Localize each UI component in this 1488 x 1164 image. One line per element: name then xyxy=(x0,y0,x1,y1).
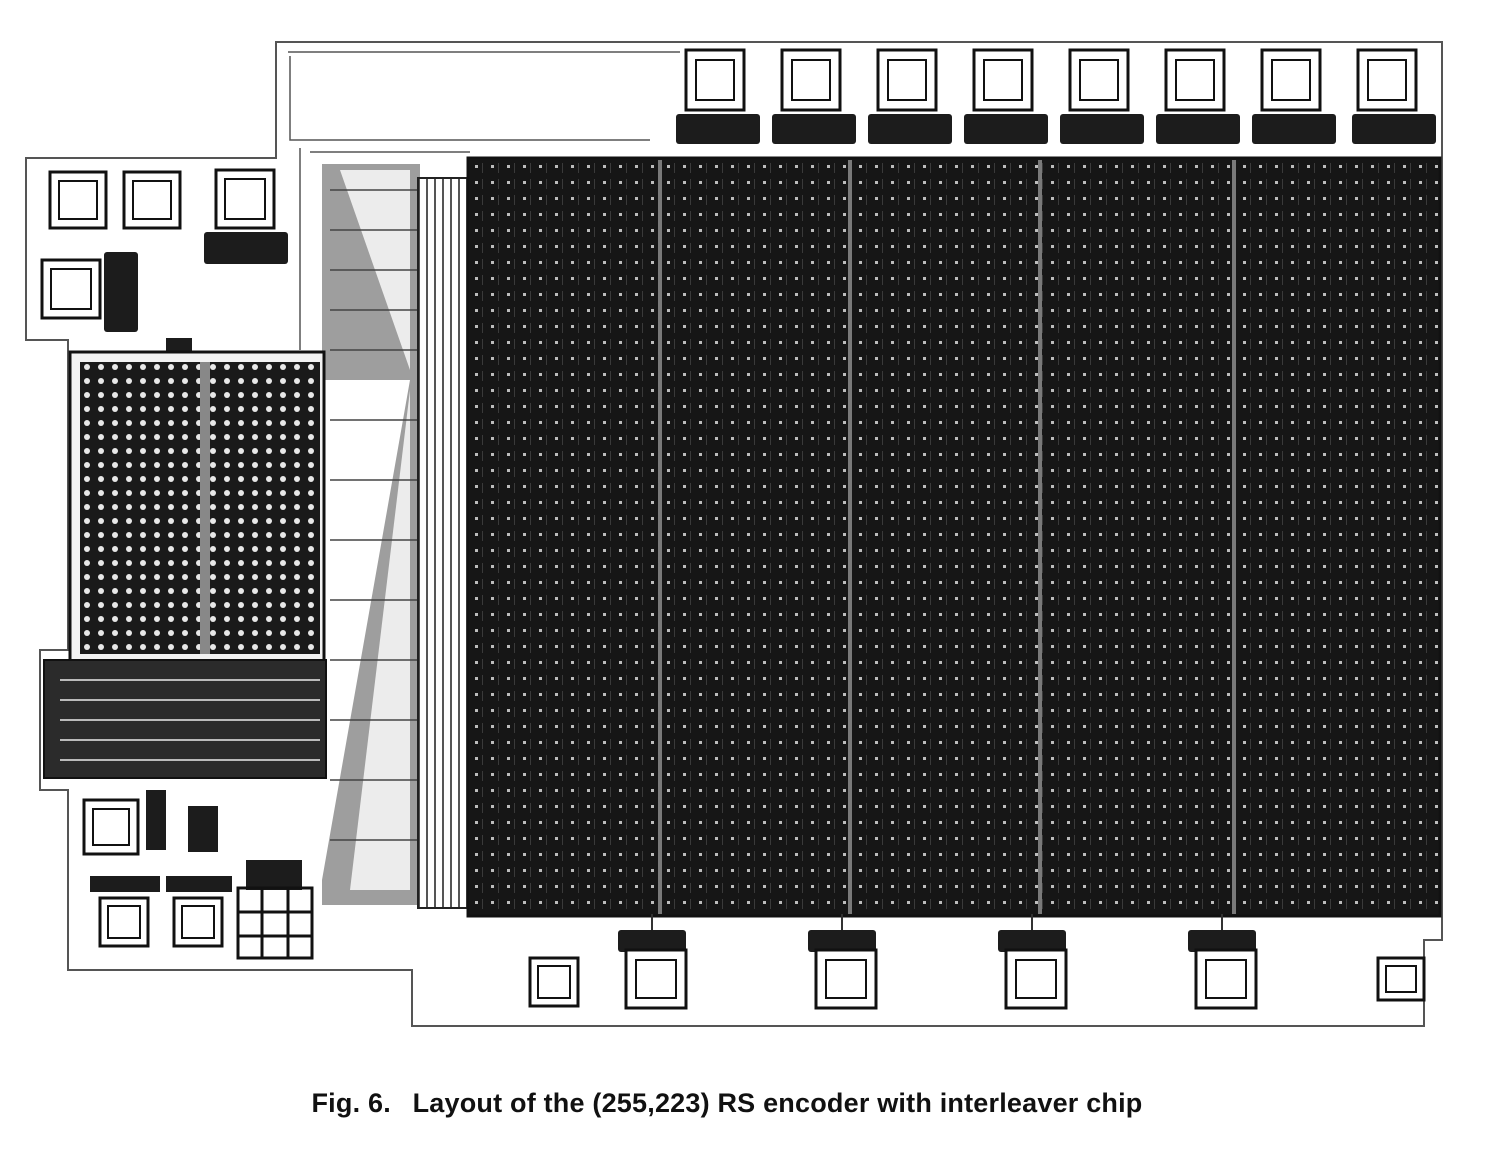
bond-pad xyxy=(528,956,580,1008)
lower-left-bond-pads xyxy=(82,798,224,948)
bond-pad xyxy=(1260,48,1322,112)
bond-pad xyxy=(1068,48,1130,112)
bond-pad xyxy=(1004,948,1068,1010)
bond-pad xyxy=(1194,948,1258,1010)
bond-pad xyxy=(972,48,1034,112)
bond-pad xyxy=(624,948,688,1010)
top-pad-drivers xyxy=(676,114,1436,144)
outer-boundaries xyxy=(25,41,1443,1027)
bond-pad xyxy=(172,896,224,948)
pad-connect-wires xyxy=(651,914,1223,930)
bond-pad xyxy=(814,948,878,1010)
figure-caption-text: Layout of the (255,223) RS encoder with … xyxy=(412,1088,1143,1118)
bond-pad xyxy=(98,896,150,948)
bottom-bond-pads xyxy=(528,948,1426,1010)
bond-pad xyxy=(48,170,108,230)
logic-row-lines xyxy=(60,679,320,761)
lower-left-drivers xyxy=(90,790,302,892)
bond-pad xyxy=(40,258,102,320)
bond-pad xyxy=(684,48,746,112)
top-bond-pads xyxy=(684,48,1418,112)
interleaver-cell-array xyxy=(466,156,1442,918)
chip-layout-figure xyxy=(25,41,1443,1027)
wiring-fan xyxy=(322,164,420,905)
bond-pad xyxy=(1356,48,1418,112)
figure-caption: Fig. 6. Layout of the (255,223) RS encod… xyxy=(0,1088,1454,1119)
control-logic xyxy=(43,350,327,779)
bond-pad xyxy=(1164,48,1226,112)
left-pad-drivers xyxy=(104,232,288,358)
left-bond-pads xyxy=(40,168,276,320)
io-buffer xyxy=(236,886,314,960)
bond-pad xyxy=(122,170,182,230)
bond-pad xyxy=(214,168,276,230)
bond-pad xyxy=(82,798,140,856)
bond-pad xyxy=(1376,956,1426,1002)
bond-pad xyxy=(780,48,842,112)
bond-pad xyxy=(876,48,938,112)
bottom-pad-drivers xyxy=(618,930,1256,952)
figure-label: Fig. 6. xyxy=(311,1088,391,1118)
core-array xyxy=(417,156,1442,918)
array-column-dividers xyxy=(658,160,1236,914)
fan-lines xyxy=(330,189,420,841)
